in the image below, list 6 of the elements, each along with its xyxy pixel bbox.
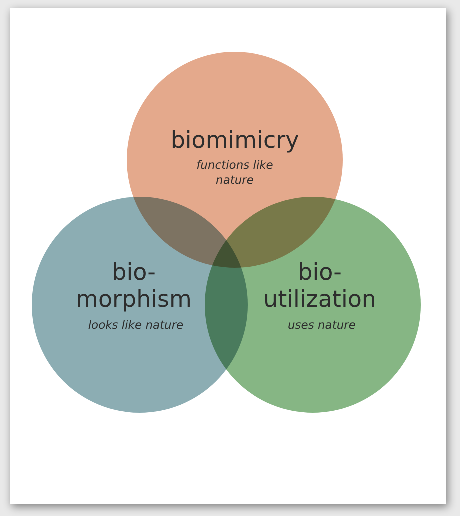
- circle-subtitle: looks like nature: [87, 318, 185, 333]
- circle-title: bio- morphism: [75, 260, 193, 314]
- circle-subtitle: functions like nature: [196, 158, 274, 188]
- circle-subtitle: uses nature: [287, 318, 357, 333]
- circle-title: biomimicry: [170, 128, 300, 155]
- circle-title: bio- utilization: [262, 260, 378, 314]
